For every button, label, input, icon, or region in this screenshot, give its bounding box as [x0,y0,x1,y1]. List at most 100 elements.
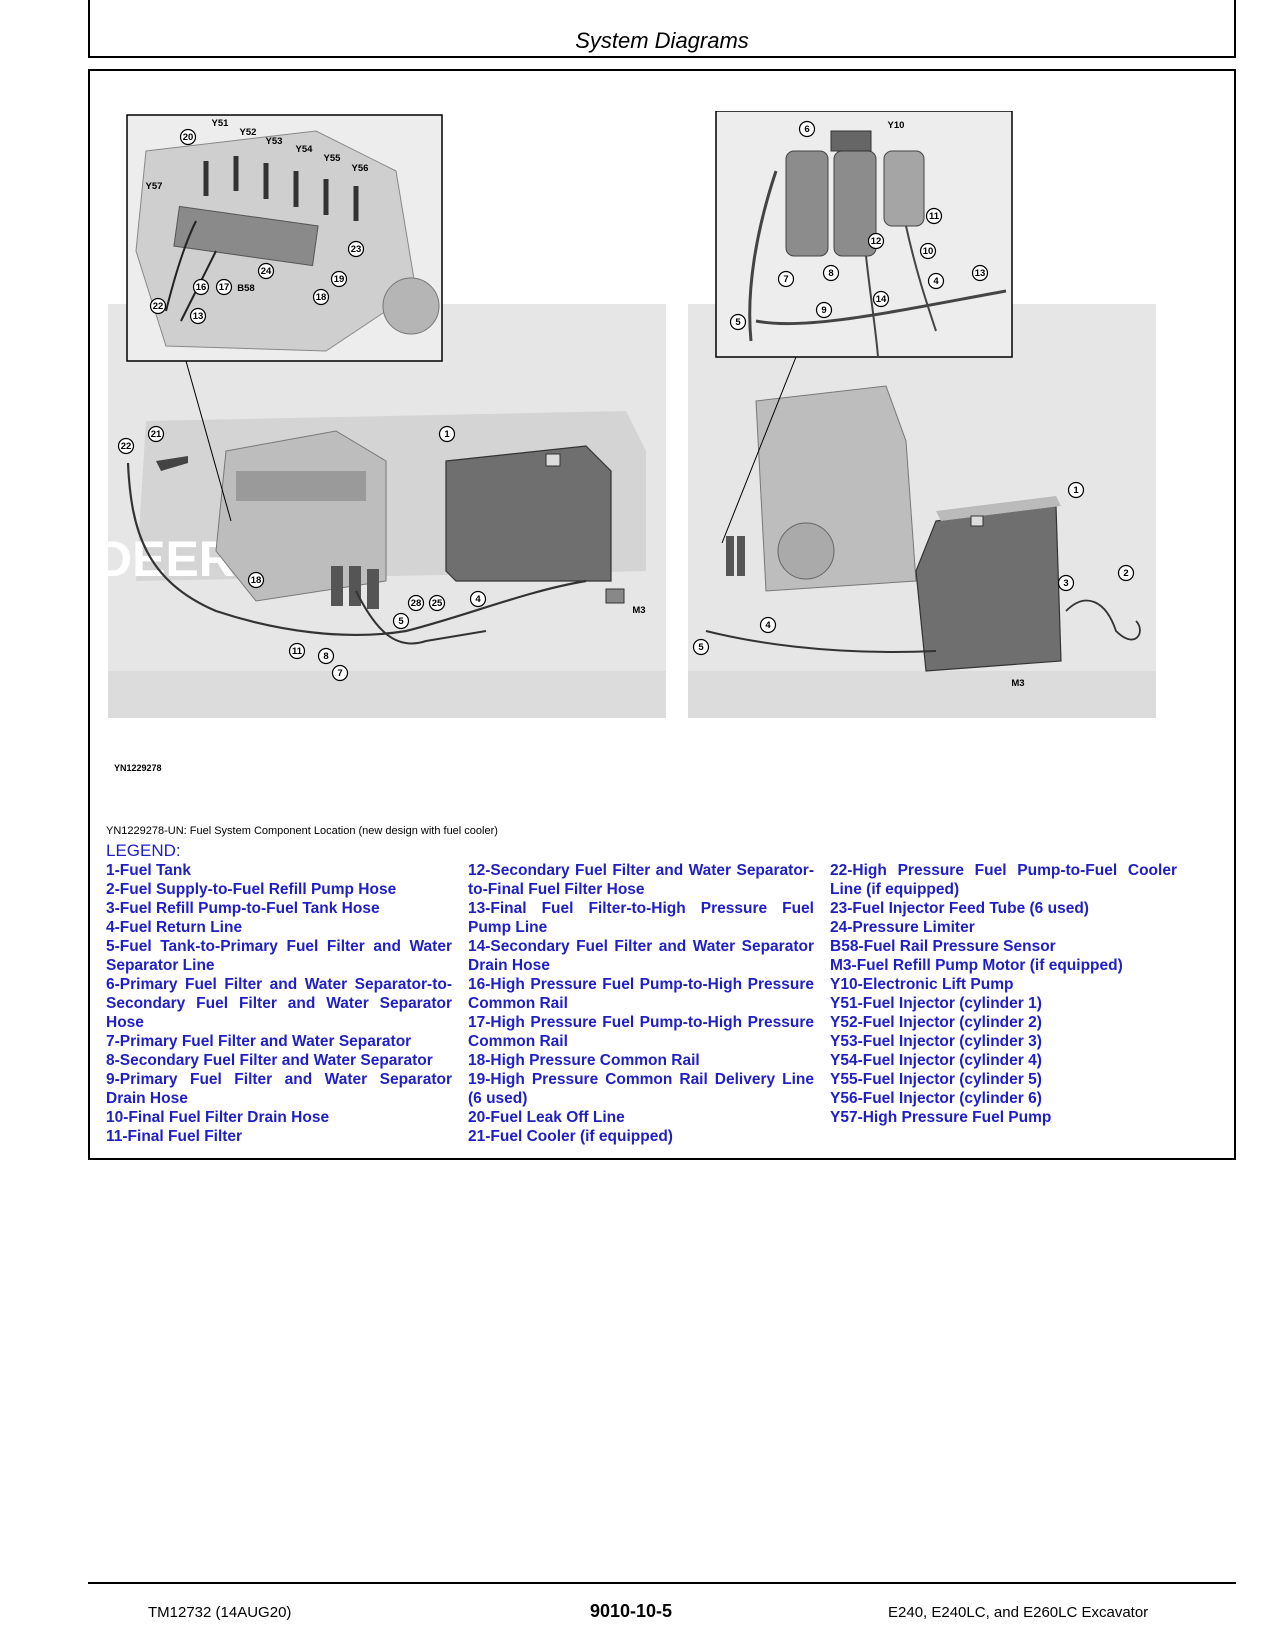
leader-lines [185,356,797,544]
callout-number: 4 [469,590,487,608]
callout-label: 3 [1063,578,1068,589]
callout-tag: B58 [237,283,254,294]
legend-item: 18-High Pressure Common Rail [468,1052,700,1069]
callout-number: 13 [189,307,207,325]
callout-label: 22 [153,301,164,312]
header-box: System Diagrams [88,0,1236,58]
callout-number: 14 [872,290,890,308]
callout-number: 11 [925,207,943,225]
callout-number: 9 [815,301,833,319]
callout-number: 17 [215,278,233,296]
legend-item: Y53-Fuel Injector (cylinder 3) [830,1033,1042,1050]
fuel-system-figure: DEERE [106,111,1156,718]
callout-label: 1 [444,429,450,440]
callout-label: 4 [475,594,481,605]
footer-model: E240, E240LC, and E260LC Excavator [888,1604,1149,1621]
page-title: System Diagrams [575,28,749,53]
callout-label: 21 [151,429,162,440]
legend-column-1: 1-Fuel Tank 2-Fuel Supply-to-Fuel Refill … [106,861,452,1146]
callout-tag: Y53 [266,136,283,147]
legend-item: 6-Primary Fuel Filter and Water Separato… [106,976,452,1031]
legend-item: 24-Pressure Limiter [830,919,975,936]
legend-column-3: 22-High Pressure Fuel Pump-to-Fuel Coole… [830,861,1177,1127]
callout-label: 6 [804,124,809,135]
callout-label: 11 [929,211,940,222]
callout-number: 16 [192,278,210,296]
callout-number: 21 [147,425,165,443]
callout-label: 4 [765,620,771,631]
legend-item: 22-High Pressure Fuel Pump-to-Fuel Coole… [830,862,1177,898]
callout-number: 4 [927,272,945,290]
legend-item: 2-Fuel Supply-to-Fuel Refill Pump Hose [106,881,397,898]
legend-item: 4-Fuel Return Line [106,919,243,936]
callout-tag: M3 [1011,678,1024,689]
callout-label: 16 [196,282,207,293]
callout-label: 2 [1123,568,1128,579]
content-box: DEERE [88,69,1236,1160]
left-machine-illustration: DEERE [106,304,666,718]
callout-number: 8 [317,647,335,665]
callout-number: 18 [312,288,330,306]
legend-item: M3-Fuel Refill Pump Motor (if equipped) [830,957,1123,974]
callout-label: 5 [398,616,404,627]
legend-item: 1-Fuel Tank [106,862,191,879]
callout-tag: Y54 [296,144,314,155]
right-inset-filters [715,111,1013,358]
callout-number: 2 [1117,564,1135,582]
callout-label: 11 [292,646,303,657]
legend-item: 9-Primary Fuel Filter and Water Separato… [106,1071,452,1107]
legend-item: 3-Fuel Refill Pump-to-Fuel Tank Hose [106,900,380,917]
callout-number: 12 [867,232,885,250]
callout-label: 20 [183,132,194,143]
footer-page-number: 9010-10-5 [590,1601,673,1621]
callout-number: 7 [777,270,795,288]
callout-label: 7 [337,668,342,679]
callout-number: 25 [428,594,446,612]
footer-doc-id: TM12732 (14AUG20) [148,1604,292,1621]
left-inset-engine [126,114,443,362]
callout-number: 3 [1057,574,1075,592]
callout-label: 23 [351,244,362,255]
callout-label: 13 [193,311,204,322]
legend-item: 23-Fuel Injector Feed Tube (6 used) [830,900,1089,917]
callout-tag: Y57 [146,181,163,192]
callout-tag: Y10 [888,120,905,131]
legend-item: Y57-High Pressure Fuel Pump [830,1109,1052,1126]
callout-label: 17 [219,282,230,293]
callout-label: 5 [698,642,704,653]
callout-tag: Y51 [212,118,230,129]
callout-number: 5 [729,313,747,331]
legend-title: LEGEND: [106,841,181,860]
legend-item: Y52-Fuel Injector (cylinder 2) [830,1014,1042,1031]
callout-tag: M3 [632,605,645,616]
legend-item: 5-Fuel Tank-to-Primary Fuel Filter and W… [106,938,452,974]
callout-label: 24 [261,266,272,277]
callout-label: 22 [121,441,132,452]
callout-label: 14 [876,294,887,305]
callout-label: 8 [828,268,833,279]
callout-label: 4 [933,276,939,287]
legend-item: 20-Fuel Leak Off Line [468,1109,625,1126]
callout-number: 6 [798,120,816,138]
callout-number: 5 [692,638,710,656]
legend-item: 8-Secondary Fuel Filter and Water Separa… [106,1052,433,1069]
callout-number: 1 [438,425,456,443]
callout-label: 12 [871,236,882,247]
callout-number: 8 [822,264,840,282]
legend-item: 21-Fuel Cooler (if equipped) [468,1128,673,1145]
legend-item: B58-Fuel Rail Pressure Sensor [830,938,1056,955]
callout-tag: Y55 [324,153,342,164]
legend-item: Y10-Electronic Lift Pump [830,976,1014,993]
legend-item: 19-High Pressure Common Rail Delivery Li… [468,1071,814,1107]
legend-item: 16-High Pressure Fuel Pump-to-High Press… [468,976,814,1012]
legend-item: 11-Final Fuel Filter [106,1128,243,1145]
callout-number: 22 [117,437,135,455]
callout-label: 13 [975,268,986,279]
callout-number: 19 [330,270,348,288]
legend-item: 13-Final Fuel Filter-to-High Pressure Fu… [468,900,814,936]
callout-label: 8 [323,651,328,662]
callout-label: 18 [316,292,327,303]
callout-label: 1 [1073,485,1079,496]
legend-item: 10-Final Fuel Filter Drain Hose [106,1109,330,1126]
callout-label: 9 [821,305,826,316]
